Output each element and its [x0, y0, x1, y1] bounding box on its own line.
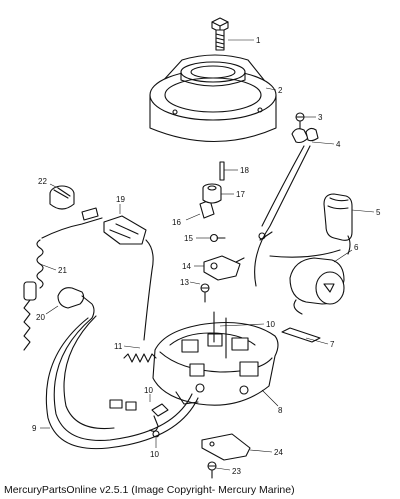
part-label-24: 24 — [274, 448, 283, 457]
image-caption: MercuryPartsOnline v2.5.1 (Image Copyrig… — [4, 484, 295, 496]
part-label-1: 1 — [256, 36, 261, 45]
part-24-plate — [201, 433, 251, 461]
part-label-8: 8 — [278, 406, 283, 415]
part-14-bracket — [203, 255, 245, 281]
part-label-20: 20 — [36, 313, 45, 322]
part-label-22: 22 — [38, 177, 47, 186]
part-3-screw — [295, 112, 305, 130]
part-label-10a: 10 — [266, 320, 275, 329]
part-17-bushing — [202, 183, 222, 204]
part-label-6: 6 — [354, 243, 359, 252]
part-label-10c: 10 — [150, 450, 159, 459]
part-label-23: 23 — [232, 467, 241, 476]
leader-lines — [39, 39, 375, 471]
part-label-11: 11 — [114, 342, 123, 351]
part-label-14: 14 — [182, 262, 191, 271]
part-22-cap — [49, 185, 75, 210]
part-10-fittings — [109, 399, 169, 438]
part-20-clip — [57, 287, 95, 319]
part-6-ignition-coil — [289, 257, 345, 315]
connecting-wires — [254, 145, 341, 287]
part-label-9: 9 — [32, 424, 37, 433]
part-21-lanyard — [23, 207, 103, 351]
part-label-7: 7 — [330, 340, 335, 349]
part-7-plate — [281, 327, 321, 343]
part-label-4: 4 — [336, 140, 341, 149]
part-19-connector — [103, 215, 154, 341]
part-label-21: 21 — [58, 266, 67, 275]
part-11-spring — [123, 353, 157, 363]
part-2-flywheel — [149, 54, 277, 143]
part-8-stator-plate — [152, 311, 279, 406]
part-5-spark-plug-cap — [323, 193, 353, 255]
part-label-15: 15 — [184, 234, 193, 243]
part-23-screw — [207, 461, 217, 479]
part-label-19: 19 — [116, 195, 125, 204]
part-label-3: 3 — [318, 113, 323, 122]
part-label-16: 16 — [172, 218, 181, 227]
part-label-13: 13 — [180, 278, 189, 287]
part-13-screw — [200, 283, 210, 303]
part-18-pin — [219, 161, 225, 181]
part-9-wire-harness — [45, 315, 199, 450]
part-label-17: 17 — [236, 190, 245, 199]
part-label-5: 5 — [376, 208, 381, 217]
part-label-10b: 10 — [144, 386, 153, 395]
part-label-18: 18 — [240, 166, 249, 175]
part-1-bolt — [211, 17, 229, 51]
part-4-clamps — [291, 127, 319, 144]
part-15-screw — [209, 233, 226, 243]
part-label-2: 2 — [278, 86, 283, 95]
part-labels: 1 2 3 4 5 6 7 8 9 10 10 10 11 13 14 15 1… — [32, 36, 381, 476]
